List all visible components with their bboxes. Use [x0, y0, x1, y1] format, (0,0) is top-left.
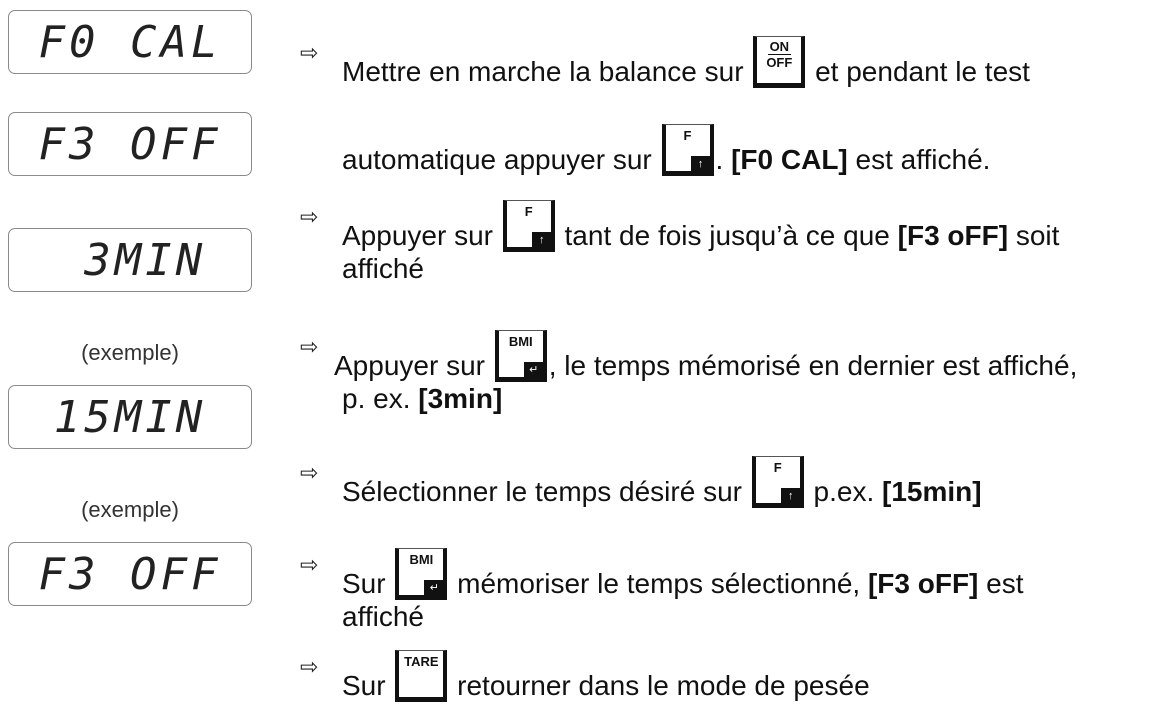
step-text: Sélectionner le temps désiré sur: [342, 476, 742, 507]
lcd-caption: (exemple): [81, 497, 179, 522]
arrow-icon: ⇨: [300, 654, 319, 679]
step-text: est: [986, 568, 1024, 599]
step-4: ⇨ Sélectionner le temps désiré sur F ↑ p…: [300, 456, 1149, 508]
up-arrow-icon: ↑: [690, 156, 711, 172]
step-text: et pendant le test: [815, 56, 1030, 87]
key-label: ON: [767, 39, 792, 55]
step-text: affiché: [342, 253, 424, 284]
enter-arrow-icon: ↵: [523, 362, 544, 378]
lcd-display-f0-cal: F0 CAL: [8, 10, 252, 74]
key-label: OFF: [766, 55, 793, 70]
bmi-key-icon: BMI ↵: [494, 330, 547, 382]
key-label: F: [773, 460, 782, 475]
step-text: Sur: [342, 568, 386, 599]
key-label: TARE: [404, 654, 439, 669]
step-text: , le temps mémorisé en dernier est affic…: [548, 350, 1078, 381]
step-text: est affiché.: [855, 144, 991, 175]
step-text: soit: [1015, 220, 1060, 251]
arrow-icon: ⇨: [300, 40, 319, 65]
up-arrow-icon: ↑: [780, 488, 801, 504]
step-text: tant de fois jusqu’à ce que: [564, 220, 890, 251]
display-code: [F3 oFF]: [867, 568, 979, 599]
step-text: Appuyer sur: [342, 220, 493, 251]
arrow-icon: ⇨: [300, 552, 319, 577]
enter-arrow-icon: ↵: [424, 580, 445, 596]
step-text: .: [715, 144, 724, 175]
display-code: [15min]: [882, 476, 982, 507]
key-label: BMI: [508, 334, 533, 349]
step-5: ⇨ Sur BMI ↵ mémoriser le temps sélection…: [300, 548, 1149, 633]
lcd-caption: (exemple): [81, 340, 179, 365]
key-label: F: [524, 204, 533, 219]
step-2: ⇨ Appuyer sur F ↑ tant de fois jusqu’à c…: [300, 200, 1149, 285]
step-text: automatique appuyer sur: [342, 144, 652, 175]
arrow-icon: ⇨: [300, 460, 319, 485]
lcd-display-f3-off: F3 OFF: [8, 112, 252, 176]
f-key-icon: F ↑: [661, 124, 714, 176]
display-code: [3min]: [418, 383, 503, 414]
f-key-icon: F ↑: [751, 456, 804, 508]
arrow-icon: ⇨: [300, 204, 319, 229]
step-6: ⇨ Sur TARE retourner dans le mode de pes…: [300, 650, 1149, 702]
lcd-display-f3-off-final: F3 OFF: [8, 542, 252, 606]
f-key-icon: F ↑: [502, 200, 555, 252]
step-text: Mettre en marche la balance sur: [342, 56, 744, 87]
lcd-display-3min: 3MIN: [8, 228, 252, 292]
key-label: F: [683, 128, 692, 143]
step-text: mémoriser le temps sélectionné,: [457, 568, 861, 599]
step-text: retourner dans le mode de pesée: [457, 670, 870, 701]
step-text: p.ex.: [813, 476, 875, 507]
step-text: Appuyer sur: [334, 350, 485, 381]
display-code: [F3 oFF]: [897, 220, 1009, 251]
step-text: affiché: [342, 601, 424, 632]
step-text: Sur: [342, 670, 386, 701]
key-label: BMI: [409, 552, 434, 567]
up-arrow-icon: ↑: [531, 232, 552, 248]
display-code: [F0 CAL]: [731, 144, 848, 175]
tare-key-icon: TARE: [395, 650, 448, 702]
bmi-key-icon: BMI ↵: [395, 548, 448, 600]
lcd-display-15min: 15MIN: [8, 385, 252, 449]
step-text: p. ex.: [342, 383, 411, 414]
arrow-icon: ⇨: [300, 334, 319, 359]
step-3: ⇨ Appuyer sur BMI ↵ , le temps mémorisé …: [300, 330, 1149, 415]
